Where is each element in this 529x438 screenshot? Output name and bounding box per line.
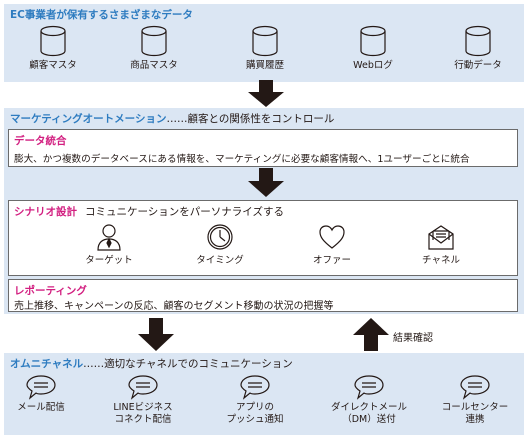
reporting-title: レポーティング (14, 285, 87, 297)
omnichannel-panel: オムニチャネル……適切なチャネルでのコミュニケーション (4, 353, 524, 435)
data-source-item: 顧客マスタ (8, 24, 98, 72)
scenario-design-heading: シナリオ設計 (14, 206, 77, 218)
heart-icon (319, 225, 345, 249)
scenario-item: チャネル (396, 222, 486, 267)
channel-label: ダイレクトメール (330, 402, 407, 413)
reporting-box: レポーティング 売上推移、キャンペーンの反応、顧客のセグメント移動の状況の把握等 (8, 279, 518, 312)
database-icon (40, 25, 66, 57)
scenario-item-label: ターゲット (85, 255, 133, 266)
person-icon (97, 224, 121, 251)
scenario-item-label: チャネル (422, 255, 460, 266)
channel-item: LINEビジネス コネクト配信 (98, 374, 188, 426)
data-source-label: 商品マスタ (130, 60, 178, 71)
data-integration-box: データ統合 膨大、かつ複数のデータベースにある情報を、マーケティングに必要な顧客… (8, 129, 518, 167)
data-source-item: 購買履歴 (220, 24, 310, 72)
channel-label: メール配信 (17, 402, 65, 413)
omnichannel-title: オムニチャネル……適切なチャネルでのコミュニケーション (10, 356, 293, 371)
marketing-automation-title: マーケティングオートメーション……顧客との関係性をコントロール (10, 111, 334, 126)
result-check-label: 結果確認 (393, 333, 433, 344)
channel-item: メール配信 (0, 374, 86, 414)
scenario-item-label: オファー (312, 255, 351, 266)
database-icon (252, 25, 278, 57)
data-sources-title: EC事業者が保有するさまざまなデータ (10, 9, 193, 21)
database-icon (360, 25, 386, 57)
omnichannel-note: ……適切なチャネルでのコミュニケーション (83, 358, 293, 370)
channel-label: コールセンター (441, 402, 509, 413)
scenario-item: オファー (287, 222, 377, 267)
database-icon (141, 25, 167, 57)
channel-label: アプリの (235, 402, 274, 413)
data-source-label: 購買履歴 (245, 60, 284, 71)
marketing-automation-note: ……顧客との関係性をコントロール (166, 113, 335, 125)
channel-label-line2: コネクト配信 (114, 414, 172, 425)
scenario-item-label: タイミング (196, 255, 244, 266)
channel-item: コールセンター 連携 (430, 374, 520, 426)
data-source-label: 顧客マスタ (29, 60, 77, 71)
speech-bubble-icon (354, 375, 384, 400)
data-sources-panel: EC事業者が保有するさまざまなデータ (4, 4, 524, 82)
speech-bubble-icon (240, 375, 270, 400)
mail-icon (428, 225, 454, 250)
clock-icon (207, 224, 233, 250)
data-integration-text: 膨大、かつ複数のデータベースにある情報を、マーケティングに必要な顧客情報へ、1ユ… (14, 154, 470, 165)
down-arrow-icon (248, 80, 284, 107)
up-arrow-icon (353, 318, 389, 351)
speech-bubble-icon (26, 375, 56, 400)
down-arrow-icon (248, 168, 284, 197)
channel-label-line2: プッシュ通知 (226, 414, 284, 425)
down-arrow-icon (138, 318, 174, 351)
channel-item: アプリの プッシュ通知 (210, 374, 300, 426)
marketing-automation-heading: マーケティングオートメーション (10, 113, 167, 125)
speech-bubble-icon (460, 375, 490, 400)
reporting-text: 売上推移、キャンペーンの反応、顧客のセグメント移動の状況の把握等 (14, 301, 334, 312)
data-source-item: Webログ (328, 24, 418, 72)
channel-label-line2: （DM）送付 (342, 414, 396, 425)
database-icon (465, 25, 491, 57)
scenario-design-desc: コミュニケーションをパーソナライズする (85, 206, 284, 218)
data-integration-title: データ統合 (14, 135, 67, 147)
data-source-item: 行動データ (433, 24, 523, 72)
speech-bubble-icon (128, 375, 158, 400)
data-source-label: 行動データ (454, 60, 502, 71)
data-source-item: 商品マスタ (109, 24, 199, 72)
channel-label-line2: 連携 (465, 414, 485, 425)
omnichannel-heading: オムニチャネル (10, 358, 84, 370)
channel-label: LINEビジネス (113, 402, 173, 413)
data-source-label: Webログ (353, 60, 393, 71)
scenario-item: タイミング (175, 222, 265, 267)
scenario-design-title: シナリオ設計コミュニケーションをパーソナライズする (14, 204, 284, 219)
channel-item: ダイレクトメール （DM）送付 (324, 374, 414, 426)
scenario-item: ターゲット (64, 222, 154, 267)
